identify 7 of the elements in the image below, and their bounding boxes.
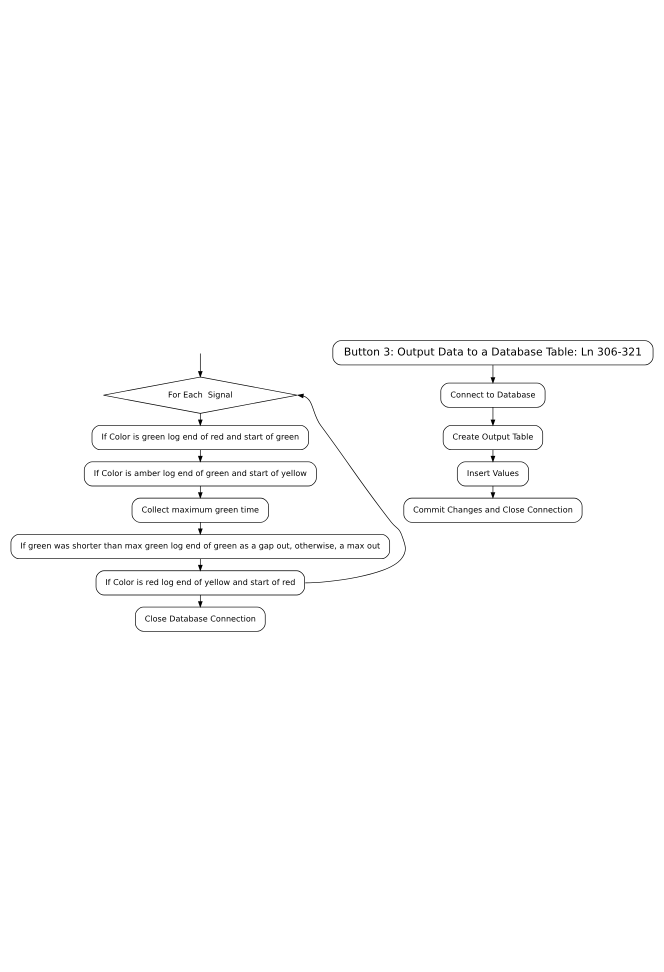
node-box: Button 3: Output Data to a Database Table: Ln 306-321 — [332, 340, 654, 366]
arrow — [198, 353, 203, 378]
arrow — [490, 364, 496, 384]
arrow — [490, 486, 496, 499]
arrow — [490, 449, 496, 463]
arrow — [296, 394, 406, 584]
arrow — [490, 407, 496, 426]
